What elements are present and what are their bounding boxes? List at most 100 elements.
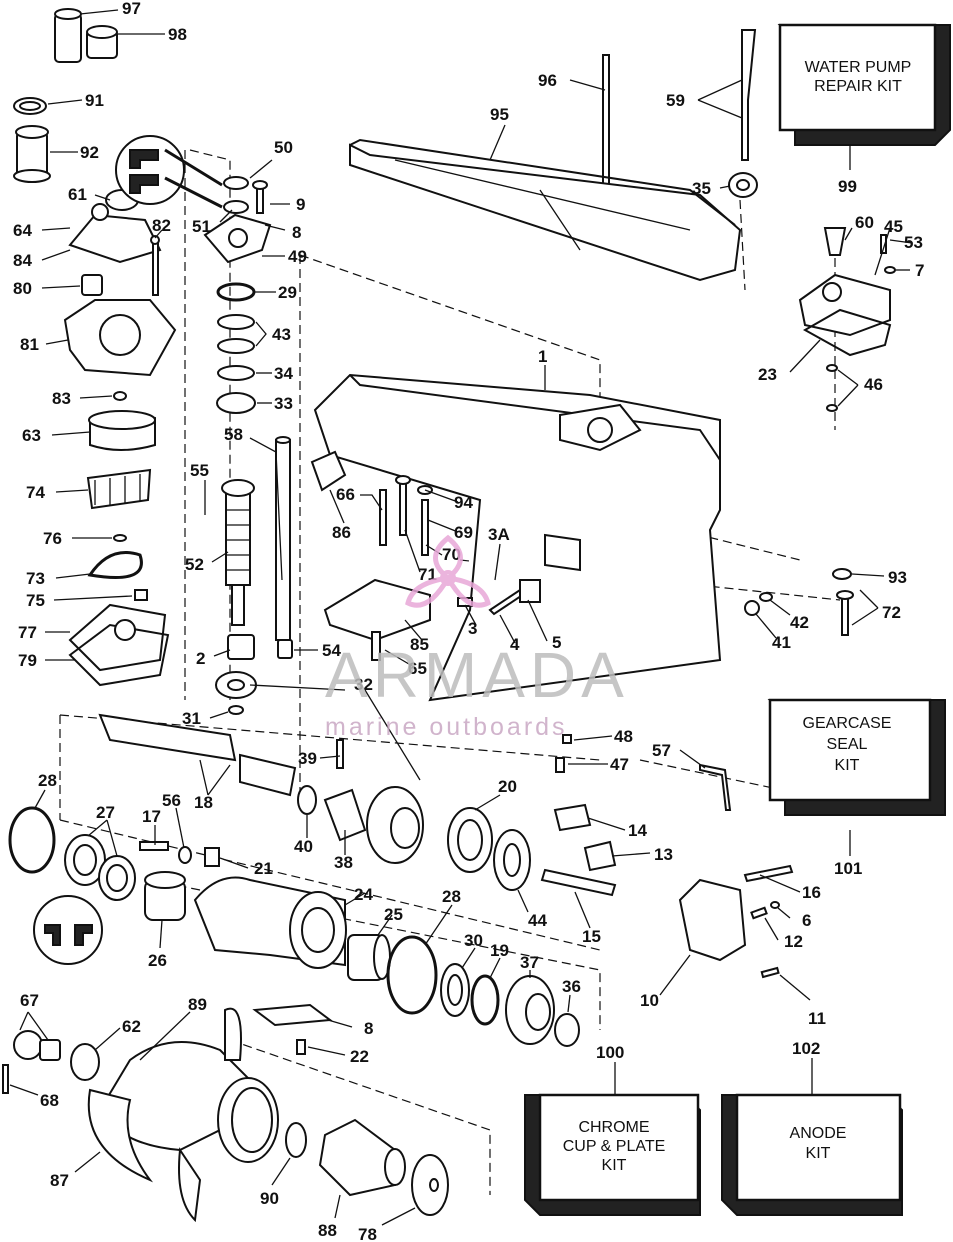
callout-56: 56 bbox=[162, 791, 181, 810]
callout-11: 11 bbox=[808, 1009, 826, 1028]
callout-28b: 28 bbox=[442, 887, 461, 906]
kit-water-pump-line1: WATER PUMP bbox=[805, 59, 912, 76]
part-91 bbox=[13, 97, 47, 115]
part-80 bbox=[81, 274, 103, 296]
callout-85: 85 bbox=[410, 635, 429, 654]
callout-21: 21 bbox=[254, 859, 273, 878]
part-30-19-37-36 bbox=[440, 963, 580, 1047]
callout-24: 24 bbox=[354, 885, 373, 904]
callout-101: 101 bbox=[834, 859, 862, 878]
part-81 bbox=[63, 299, 177, 377]
callout-8b: 8 bbox=[364, 1019, 373, 1038]
part-20-44 bbox=[447, 807, 531, 891]
callout-39: 39 bbox=[298, 749, 317, 768]
part-14-13-15 bbox=[540, 803, 617, 897]
part-83 bbox=[113, 391, 127, 401]
callout-22: 22 bbox=[350, 1047, 369, 1066]
callout-62: 62 bbox=[122, 1017, 141, 1036]
kit-water-pump: WATER PUMP REPAIR KIT bbox=[777, 23, 951, 146]
part-29-43-34-33 bbox=[216, 282, 256, 414]
callout-55: 55 bbox=[190, 461, 209, 480]
part-57 bbox=[699, 763, 732, 811]
watermark-tagline: marine outboards bbox=[325, 713, 568, 741]
callout-67: 67 bbox=[20, 991, 39, 1010]
part-26 bbox=[144, 871, 186, 921]
callout-14: 14 bbox=[628, 821, 647, 840]
part-59 bbox=[741, 29, 757, 161]
part-77-79 bbox=[68, 603, 170, 687]
part-65 bbox=[371, 631, 381, 661]
callout-54: 54 bbox=[322, 641, 341, 660]
callout-100: 100 bbox=[596, 1043, 624, 1062]
kit-anode: ANODE KIT bbox=[721, 1093, 903, 1216]
part-coupler-detail bbox=[115, 135, 223, 209]
part-66-69-70 bbox=[379, 475, 433, 556]
callout-48: 48 bbox=[614, 727, 633, 746]
part-82 bbox=[150, 235, 160, 296]
callout-5: 5 bbox=[552, 633, 561, 652]
callout-94: 94 bbox=[454, 493, 473, 512]
callout-77: 77 bbox=[18, 623, 37, 642]
part-49 bbox=[203, 213, 272, 264]
part-67-62-68 bbox=[2, 1030, 100, 1094]
callout-labels: 97 98 91 92 61 64 84 80 81 83 63 74 76 7… bbox=[13, 0, 924, 1242]
callout-78: 78 bbox=[358, 1225, 377, 1242]
callout-43: 43 bbox=[272, 325, 291, 344]
callout-84: 84 bbox=[13, 251, 32, 270]
watermark-logo bbox=[405, 534, 491, 608]
callout-3A: 3A bbox=[488, 525, 510, 544]
callout-26: 26 bbox=[148, 951, 167, 970]
callout-33: 33 bbox=[274, 394, 293, 413]
callout-81: 81 bbox=[20, 335, 39, 354]
part-39 bbox=[336, 739, 344, 769]
callout-96: 96 bbox=[538, 71, 557, 90]
part-40-38 bbox=[297, 785, 367, 842]
callout-25: 25 bbox=[384, 905, 403, 924]
callout-75: 75 bbox=[26, 591, 45, 610]
part-53-7 bbox=[880, 234, 896, 274]
callout-37: 37 bbox=[520, 953, 539, 972]
callout-99: 99 bbox=[838, 177, 857, 196]
callout-8a: 8 bbox=[292, 223, 301, 242]
part-45-23 bbox=[798, 273, 892, 357]
callout-29: 29 bbox=[278, 283, 297, 302]
callout-34: 34 bbox=[274, 364, 293, 383]
part-98 bbox=[86, 25, 118, 59]
part-97 bbox=[54, 8, 82, 63]
callout-4: 4 bbox=[510, 635, 520, 654]
callout-31: 31 bbox=[182, 709, 201, 728]
callout-18: 18 bbox=[194, 793, 213, 812]
callout-44: 44 bbox=[528, 911, 547, 930]
watermark: ARMADA marine outboards bbox=[325, 534, 624, 741]
part-24-retainer bbox=[193, 876, 347, 969]
part-73 bbox=[87, 551, 143, 579]
callout-1: 1 bbox=[538, 347, 547, 366]
callout-42: 42 bbox=[790, 613, 809, 632]
part-50-51 bbox=[223, 176, 249, 214]
kit-gearcase-line2: SEAL bbox=[827, 736, 868, 753]
callout-7: 7 bbox=[915, 261, 924, 280]
callout-30: 30 bbox=[464, 931, 483, 950]
callout-51: 51 bbox=[192, 217, 211, 236]
callout-53: 53 bbox=[904, 233, 923, 252]
callout-58: 58 bbox=[224, 425, 243, 444]
callout-2: 2 bbox=[196, 649, 205, 668]
part-76 bbox=[113, 534, 127, 542]
part-48-47 bbox=[555, 734, 572, 773]
part-52 bbox=[221, 479, 255, 626]
part-58 bbox=[275, 436, 291, 641]
callout-10: 10 bbox=[640, 991, 659, 1010]
part-8-22-anode bbox=[252, 1003, 333, 1055]
callout-35: 35 bbox=[692, 179, 711, 198]
callout-59: 59 bbox=[666, 91, 685, 110]
callout-92: 92 bbox=[80, 143, 99, 162]
kit-gearcase-line1: GEARCASE bbox=[803, 715, 892, 732]
callout-68: 68 bbox=[40, 1091, 59, 1110]
kit-gearcase-seal: GEARCASE SEAL KIT bbox=[767, 698, 946, 816]
part-93-42-41-72 bbox=[744, 568, 854, 636]
part-46 bbox=[826, 364, 838, 412]
callout-83: 83 bbox=[52, 389, 71, 408]
part-10-16-12 bbox=[678, 864, 794, 979]
part-31 bbox=[228, 705, 244, 715]
callout-52: 52 bbox=[185, 555, 204, 574]
